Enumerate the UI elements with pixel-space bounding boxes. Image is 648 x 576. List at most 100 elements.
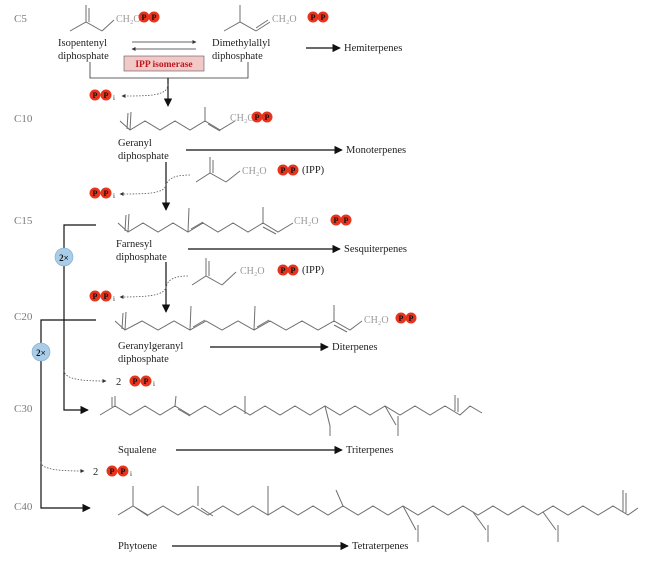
svg-text:P: P (110, 467, 115, 476)
svg-text:P: P (399, 314, 404, 323)
ipp-isomerase-box (123, 55, 205, 72)
c5-join-bracket (89, 62, 249, 79)
dimethylallyl-pp: P P (307, 11, 329, 23)
farnesyl-pp: P P (330, 214, 352, 226)
svg-text:P: P (281, 266, 286, 275)
svg-text:P: P (255, 113, 260, 122)
ppi-release-2-curve (119, 183, 167, 196)
isopentenyl-structure: CH₂O (69, 5, 141, 32)
ppi-release-4-curve (63, 369, 107, 383)
svg-text:P: P (311, 13, 316, 22)
svg-text:2: 2 (93, 467, 98, 478)
svg-text:CH₂O: CH₂O (240, 266, 265, 277)
svg-text:CH₂O: CH₂O (364, 315, 389, 326)
farnesyl-dimerization-bracket (63, 224, 96, 415)
geranylgeranyl-label-1: Geranylgeranyl (118, 341, 183, 352)
ppi-release-5-curve (40, 461, 85, 473)
svg-text:P: P (104, 292, 109, 301)
svg-text:P: P (93, 189, 98, 198)
ipp-in-1-curve (165, 174, 191, 189)
svg-text:P: P (93, 292, 98, 301)
squalene-label: Squalene (118, 445, 157, 456)
svg-text:CH₂O: CH₂O (116, 14, 141, 25)
svg-text:P: P (104, 189, 109, 198)
isopentenyl-label-2: diphosphate (58, 51, 109, 62)
svg-text:P: P (281, 166, 286, 175)
ipp-addition-1-pp: P P (277, 164, 299, 176)
phytoene-structure (117, 486, 639, 542)
geranylgeranyl-2x-badge (31, 342, 51, 362)
geranylgeranyl-dimerization-bracket (40, 319, 96, 513)
svg-text:i: i (153, 380, 155, 388)
svg-text:P: P (104, 91, 109, 100)
ppi-release-3: P P i (89, 290, 115, 303)
product-tetraterpenes: Tetraterpenes (352, 541, 408, 552)
phytoene-label: Phytoene (118, 541, 157, 552)
product-hemiterpenes: Hemiterpenes (344, 43, 402, 54)
ppi-release-2: P P i (89, 187, 115, 200)
svg-text:CH₂O: CH₂O (230, 113, 255, 124)
farnesyl-structure: CH₂O (117, 207, 319, 235)
svg-text:i: i (113, 192, 115, 200)
carbon-label-c30: C30 (14, 403, 33, 415)
svg-text:P: P (344, 216, 349, 225)
isomerase-equilibrium-arrows (131, 40, 197, 51)
product-sesquiterpenes: Sesquiterpenes (344, 244, 407, 255)
squalene-structure (99, 395, 483, 436)
svg-text:P: P (152, 13, 157, 22)
dimethylallyl-label-2: diphosphate (212, 51, 263, 62)
ipp-addition-2-structure: CH₂O (191, 258, 265, 286)
farnesyl-2x-badge (54, 247, 74, 267)
svg-text:CH₂O: CH₂O (242, 166, 267, 177)
ppi-release-3-curve (119, 285, 167, 299)
svg-text:CH₂O: CH₂O (294, 216, 319, 227)
geranyl-label-1: Geranyl (118, 138, 152, 149)
ppi-release-5: 2 P P i (93, 465, 132, 478)
svg-text:P: P (265, 113, 270, 122)
product-triterpenes: Triterpenes (346, 445, 393, 456)
geranylgeranyl-2x-label: 2× (36, 348, 46, 358)
svg-text:P: P (321, 13, 326, 22)
carbon-label-c10: C10 (14, 113, 33, 125)
dimethylallyl-label-1: Dimethylallyl (212, 38, 270, 49)
isopentenyl-pp: P P (138, 11, 160, 23)
ppi-release-1: P P i (89, 89, 115, 102)
farnesyl-label-1: Farnesyl (116, 239, 152, 250)
ipp-tag-1: (IPP) (302, 165, 325, 176)
ipp-isomerase-label: IPP isomerase (135, 60, 192, 70)
svg-text:P: P (93, 91, 98, 100)
svg-text:P: P (121, 467, 126, 476)
product-diterpenes: Diterpenes (332, 342, 377, 353)
carbon-label-c5: C5 (14, 13, 27, 25)
ppi-release-1-curve (121, 83, 169, 98)
ipp-addition-2-pp: P P (277, 264, 299, 276)
ipp-addition-1-structure: CH₂O (195, 157, 267, 183)
geranyl-label-2: diphosphate (118, 151, 169, 162)
isopentenyl-label-1: Isopentenyl (58, 38, 107, 49)
carbon-label-c20: C20 (14, 311, 33, 323)
carbon-label-c15: C15 (14, 215, 33, 227)
ipp-in-2-curve (165, 275, 189, 291)
dimethylallyl-structure: CH₂O (223, 5, 297, 32)
svg-text:P: P (409, 314, 414, 323)
ppi-release-4: 2 P P i (116, 375, 155, 388)
geranylgeranyl-pp: P P (395, 312, 417, 324)
farnesyl-2x-label: 2× (59, 253, 69, 263)
geranylgeranyl-structure: CH₂O (114, 305, 389, 333)
geranyl-structure: CH₂O (119, 107, 255, 132)
svg-text:i: i (130, 470, 132, 478)
farnesyl-label-2: diphosphate (116, 252, 167, 263)
svg-text:CH₂O: CH₂O (272, 14, 297, 25)
svg-text:P: P (291, 266, 296, 275)
svg-text:P: P (133, 377, 138, 386)
svg-text:P: P (334, 216, 339, 225)
svg-text:P: P (144, 377, 149, 386)
geranylgeranyl-label-2: diphosphate (118, 354, 169, 365)
svg-text:P: P (291, 166, 296, 175)
svg-text:i: i (113, 295, 115, 303)
product-monoterpenes: Monoterpenes (346, 145, 406, 156)
svg-text:P: P (142, 13, 147, 22)
svg-text:2: 2 (116, 377, 121, 388)
carbon-label-c40: C40 (14, 501, 33, 513)
